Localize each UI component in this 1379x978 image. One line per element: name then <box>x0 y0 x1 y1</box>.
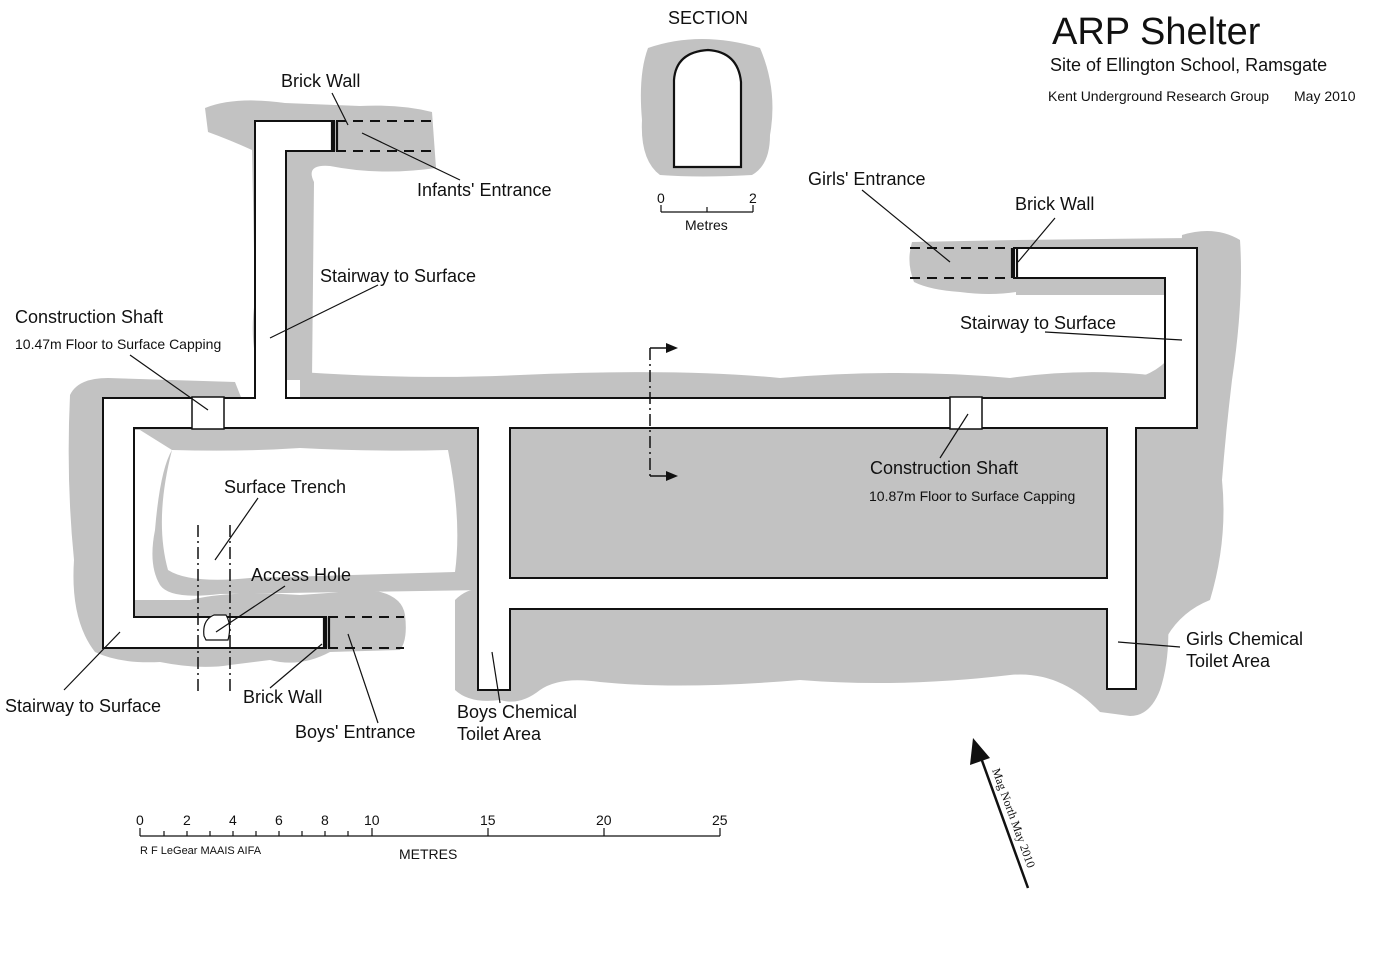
label-girls-toilet-line2: Toilet Area <box>1186 651 1271 671</box>
label-shaft-left-depth: 10.47m Floor to Surface Capping <box>15 336 221 352</box>
label-boys-entrance: Boys' Entrance <box>295 722 416 742</box>
brick-walls <box>322 121 1019 648</box>
section-profile <box>672 48 743 169</box>
section-scale-bar <box>660 205 754 213</box>
label-stairway-right: Stairway to Surface <box>960 313 1116 333</box>
label-shaft-right-title: Construction Shaft <box>870 458 1018 478</box>
entrance-stubs <box>328 120 1012 649</box>
leader-lines <box>63 92 1183 724</box>
scale-tick-2: 2 <box>183 812 191 828</box>
construction-shaft-right <box>949 396 983 430</box>
scale-tick-4: 4 <box>229 812 237 828</box>
label-shaft-left-title: Construction Shaft <box>15 307 163 327</box>
scale-tick-10: 10 <box>364 812 380 828</box>
scale-tick-20: 20 <box>596 812 612 828</box>
section-tick-0: 0 <box>657 190 665 206</box>
scale-bar <box>139 828 721 837</box>
section-arrow-top <box>666 343 678 353</box>
surface-trench-lines <box>197 525 231 695</box>
label-boys-toilet-line2: Toilet Area <box>457 724 542 744</box>
label-stairway-left: Stairway to Surface <box>5 696 161 716</box>
credit-group: Kent Underground Research Group <box>1048 88 1269 104</box>
label-girls-entrance: Girls' Entrance <box>808 169 925 189</box>
scale-tick-0: 0 <box>136 812 144 828</box>
section-arrow-bottom <box>666 471 678 481</box>
section-scale-unit: Metres <box>685 217 728 233</box>
label-surface-trench: Surface Trench <box>224 477 346 497</box>
label-infants-entrance: Infants' Entrance <box>417 180 552 200</box>
label-brick-wall-top: Brick Wall <box>281 71 360 91</box>
label-access-hole: Access Hole <box>251 565 351 585</box>
label-brick-wall-right: Brick Wall <box>1015 194 1094 214</box>
tunnels <box>102 120 1198 691</box>
north-arrow-head <box>970 738 990 765</box>
title: ARP Shelter <box>1052 11 1261 53</box>
scale-tick-25: 25 <box>712 812 728 828</box>
credit-date: May 2010 <box>1294 88 1356 104</box>
scale-unit: METRES <box>399 846 457 862</box>
label-boys-toilet-line1: Boys Chemical <box>457 702 577 722</box>
north-arrow-shaft <box>978 754 1030 889</box>
label-shaft-right-depth: 10.87m Floor to Surface Capping <box>869 488 1075 504</box>
label-stairway-top: Stairway to Surface <box>320 266 476 286</box>
section-heading: SECTION <box>668 8 748 28</box>
scale-tick-15: 15 <box>480 812 496 828</box>
section-tick-2: 2 <box>749 190 757 206</box>
access-hole <box>203 614 231 641</box>
label-brick-wall-bottom: Brick Wall <box>243 687 322 707</box>
north-arrow-label: Mag North May 2010 <box>989 766 1038 869</box>
rock-areas <box>68 39 1241 716</box>
scale-tick-8: 8 <box>321 812 329 828</box>
author-credit: R F LeGear MAAIS AIFA <box>140 845 262 857</box>
scale-tick-6: 6 <box>275 812 283 828</box>
label-girls-toilet-line1: Girls Chemical <box>1186 629 1303 649</box>
subtitle: Site of Ellington School, Ramsgate <box>1050 55 1327 75</box>
